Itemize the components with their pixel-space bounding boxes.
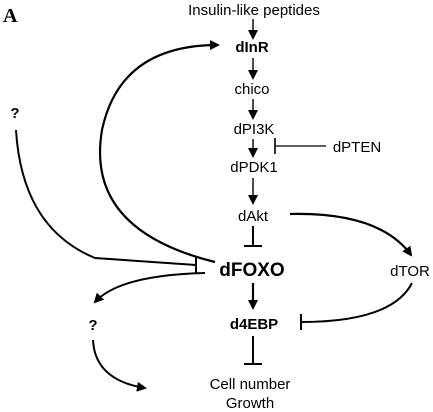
node-dfoxo: dFOXO — [219, 260, 284, 281]
unknown-upstream-factor: ? — [10, 105, 19, 122]
panel-label: A — [3, 5, 18, 27]
node-dpdk1: dPDK1 — [230, 159, 278, 176]
node-chico: chico — [234, 81, 269, 98]
edge-unknown-to-growth — [92, 339, 147, 392]
node-dakt: dAkt — [238, 208, 269, 225]
edge-dfoxo-to-unknown — [93, 272, 206, 304]
output-cell-number: Cell number — [210, 376, 291, 393]
node-dtor: dTOR — [390, 263, 430, 280]
edge-dakt-to-dtor — [289, 212, 413, 257]
node-d4ebp: d4EBP — [230, 316, 278, 333]
unknown-downstream-factor: ? — [88, 317, 97, 334]
node-dpi3k: dPI3K — [234, 121, 275, 138]
edge-dakt-inhibits-dfoxo — [244, 226, 262, 247]
edge-unknown-inhibits-dfoxo — [15, 129, 197, 273]
edge-dtor-inhibits-d4ebp — [300, 282, 413, 330]
edge-dpten-inhibits-dpi3k — [274, 138, 326, 154]
output-growth: Growth — [226, 395, 274, 412]
edge-d4ebp-inhibits-growth — [244, 336, 262, 365]
edge-dfoxo-feedback-to-dinr — [98, 40, 220, 264]
node-dpten: dPTEN — [333, 139, 381, 156]
node-insulin-like-peptides: Insulin-like peptides — [188, 2, 320, 19]
node-dinr: dInR — [235, 39, 268, 56]
